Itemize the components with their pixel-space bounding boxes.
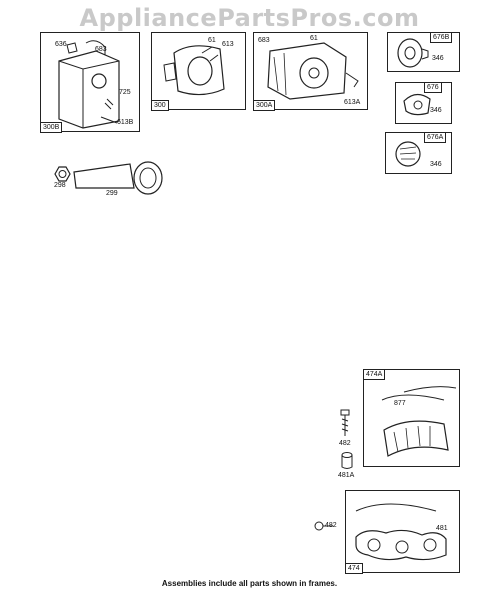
callout-346: 346 — [430, 161, 442, 168]
muffler-300b-drawing — [58, 40, 120, 129]
frame-label-300: 300 — [151, 100, 169, 111]
callout-683: 683 — [258, 37, 270, 44]
deflector-676b-drawing — [397, 38, 429, 68]
frame-label-676a: 676A — [424, 132, 447, 143]
frame-676: 676 346 — [395, 82, 452, 124]
callout-61: 61 — [310, 35, 318, 42]
callout-481: 481 — [436, 525, 448, 532]
spacer-481a-drawing — [341, 452, 353, 469]
deflector-676a-drawing — [395, 141, 421, 167]
frame-676b: 676B 346 — [387, 32, 460, 72]
callout-299: 299 — [106, 190, 118, 197]
frame-474: 481 474 — [345, 490, 460, 574]
armature-474a-drawing — [381, 386, 457, 457]
frame-676a: 676A 346 — [385, 132, 452, 174]
callout-481a: 481A — [338, 472, 355, 479]
frame-label-300a: 300A — [253, 100, 276, 111]
caption: Assemblies include all parts shown in fr… — [161, 579, 338, 588]
screw-482-alt-drawing — [314, 521, 333, 531]
pipe-299-drawing — [73, 161, 163, 195]
callout-683: 683 — [95, 46, 107, 53]
armature-474-drawing — [355, 503, 447, 561]
frame-474a: 474A 877 — [363, 369, 460, 467]
callout-482: 482 — [325, 522, 337, 529]
callout-613b: 613B — [117, 119, 134, 126]
callout-636: 636 — [55, 41, 67, 48]
frame-label-676: 676 — [424, 82, 442, 93]
callout-613a: 613A — [344, 99, 361, 106]
callout-346: 346 — [430, 107, 442, 114]
deflector-676-drawing — [403, 93, 431, 116]
muffler-300a-drawing — [267, 42, 359, 100]
callout-61: 61 — [208, 37, 216, 44]
callout-877: 877 — [394, 400, 406, 407]
frame-label-676b: 676B — [430, 32, 453, 43]
frame-300a: 683 61 613A 300A — [253, 32, 368, 111]
nut-298-drawing — [54, 166, 71, 182]
frame-300: 61 613 300 — [151, 32, 246, 111]
frame-300b: 636 683 725 613B 300B — [40, 32, 140, 133]
muffler-300-drawing — [163, 45, 225, 96]
callout-298: 298 — [54, 182, 66, 189]
frame-label-474: 474 — [345, 563, 363, 574]
frame-label-474a: 474A — [363, 369, 386, 380]
watermark: AppliancePartsPros.com — [79, 4, 420, 32]
callout-725: 725 — [119, 89, 131, 96]
screw-482-drawing — [340, 409, 350, 436]
callout-482: 482 — [339, 440, 351, 447]
callout-613: 613 — [222, 41, 234, 48]
callout-346: 346 — [432, 55, 444, 62]
frame-label-300b: 300B — [40, 122, 63, 133]
